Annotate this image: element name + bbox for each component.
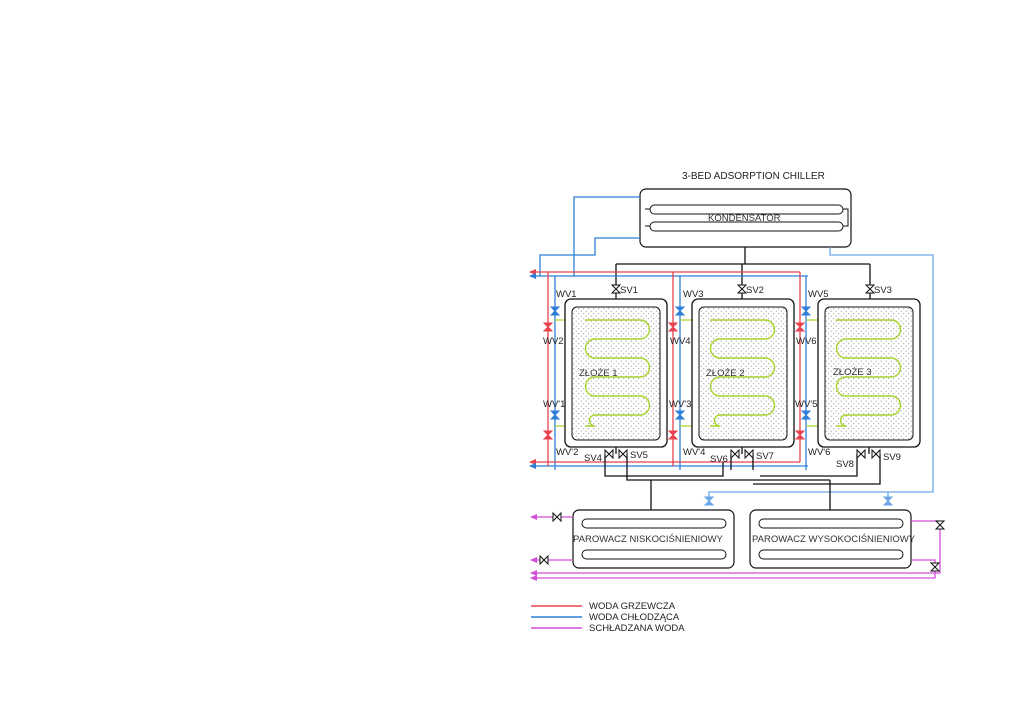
bed-2-label: ZŁOŻE 2 bbox=[706, 368, 745, 379]
label-wvp4: WV'4 bbox=[683, 447, 705, 458]
bed-3-label: ZŁOŻE 3 bbox=[833, 367, 872, 378]
valve-loop-1-icon bbox=[703, 496, 715, 506]
valve-sv3-icon bbox=[864, 284, 876, 294]
valve-sv5-icon bbox=[618, 448, 628, 460]
legend-label-cooling: WODA CHŁODZĄCA bbox=[589, 612, 680, 623]
valve-loop-2-icon bbox=[882, 496, 894, 506]
valve-sv2-icon bbox=[736, 284, 748, 294]
water-valves bbox=[542, 306, 812, 440]
valve-sv1-icon bbox=[610, 284, 622, 294]
condenser: KONDENSATOR bbox=[639, 188, 852, 248]
valve-wv6-icon bbox=[794, 322, 806, 332]
evaporator-high-label: PAROWACZ WYSOKOCIŚNIENIOWY bbox=[752, 533, 916, 545]
valve-chilled-3-icon bbox=[934, 520, 946, 530]
valve-wvp6-icon bbox=[794, 430, 806, 440]
label-wvp2: WV'2 bbox=[556, 447, 578, 458]
bed-2: ZŁOŻE 2 bbox=[691, 298, 795, 448]
valve-wv3-icon bbox=[674, 306, 686, 316]
valve-wvp5-icon bbox=[800, 410, 812, 420]
label-wv5: WV5 bbox=[808, 289, 829, 300]
bottom-vapour-piping bbox=[604, 447, 881, 510]
evaporator-low-pressure: PAROWACZ NISKOCIŚNIENIOWY bbox=[572, 509, 735, 569]
label-sv1: SV1 bbox=[620, 285, 638, 296]
top-vapour-valves bbox=[610, 284, 876, 294]
label-wvp6: WV'6 bbox=[808, 447, 830, 458]
valve-wvp3-icon bbox=[674, 410, 686, 420]
chilled-arrows bbox=[530, 514, 537, 581]
label-sv7: SV7 bbox=[756, 451, 774, 462]
label-sv3: SV3 bbox=[874, 285, 892, 296]
bottom-vapour-valves bbox=[604, 448, 881, 460]
label-wv3: WV3 bbox=[683, 289, 704, 300]
label-sv9: SV9 bbox=[883, 452, 901, 463]
label-sv6: SV6 bbox=[710, 454, 728, 465]
bed-1: ZŁOŻE 1 bbox=[564, 298, 668, 448]
valve-wv1-icon bbox=[549, 306, 561, 316]
valve-wv2-icon bbox=[542, 322, 554, 332]
label-wvp5: WV'5 bbox=[795, 399, 817, 410]
legend-label-chilled: SCHŁADZANA WODA bbox=[589, 623, 685, 634]
label-wv1: WV1 bbox=[556, 289, 577, 300]
label-sv4: SV4 bbox=[584, 453, 602, 464]
inlet-arrows bbox=[529, 269, 536, 469]
bed-3: ZŁOŻE 3 bbox=[817, 298, 921, 448]
evaporator-high-pressure: PAROWACZ WYSOKOCIŚNIENIOWY bbox=[749, 509, 916, 569]
label-sv2: SV2 bbox=[746, 285, 764, 296]
valve-sv9-icon bbox=[871, 448, 881, 460]
valve-sv4-icon bbox=[604, 448, 614, 460]
valve-wv4-icon bbox=[667, 322, 679, 332]
label-sv8: SV8 bbox=[836, 459, 854, 470]
bed-1-label: ZŁOŻE 1 bbox=[579, 368, 618, 379]
valve-wvp1-icon bbox=[549, 410, 561, 420]
label-wv6: WV6 bbox=[796, 336, 817, 347]
label-wv2: WV2 bbox=[543, 336, 564, 347]
legend-label-heating: WODA GRZEWCZA bbox=[589, 601, 676, 612]
loop-valves bbox=[703, 496, 894, 506]
valve-chilled-1-icon bbox=[552, 511, 562, 523]
label-sv5: SV5 bbox=[630, 450, 648, 461]
label-wvp1: WV'1 bbox=[543, 399, 565, 410]
legend: WODA GRZEWCZA WODA CHŁODZĄCA SCHŁADZANA … bbox=[531, 601, 685, 634]
heating-water-lines bbox=[530, 271, 801, 466]
valve-sv8-icon bbox=[856, 448, 866, 460]
valve-wvp4-icon bbox=[667, 430, 679, 440]
valve-sv7-icon bbox=[744, 448, 754, 460]
evaporator-low-label: PAROWACZ NISKOCIŚNIENIOWY bbox=[573, 533, 724, 545]
label-wv4: WV4 bbox=[670, 336, 691, 347]
chilled-valves bbox=[539, 511, 946, 572]
valve-wv5-icon bbox=[800, 306, 812, 316]
valve-sv6-icon bbox=[730, 448, 740, 460]
valve-chilled-4-icon bbox=[929, 562, 941, 572]
condenser-label: KONDENSATOR bbox=[708, 213, 781, 224]
diagram-title: 3-BED ADSORPTION CHILLER bbox=[682, 171, 825, 182]
valve-chilled-2-icon bbox=[539, 554, 549, 566]
valve-wvp2-icon bbox=[542, 430, 554, 440]
label-wvp3: WV'3 bbox=[669, 399, 691, 410]
